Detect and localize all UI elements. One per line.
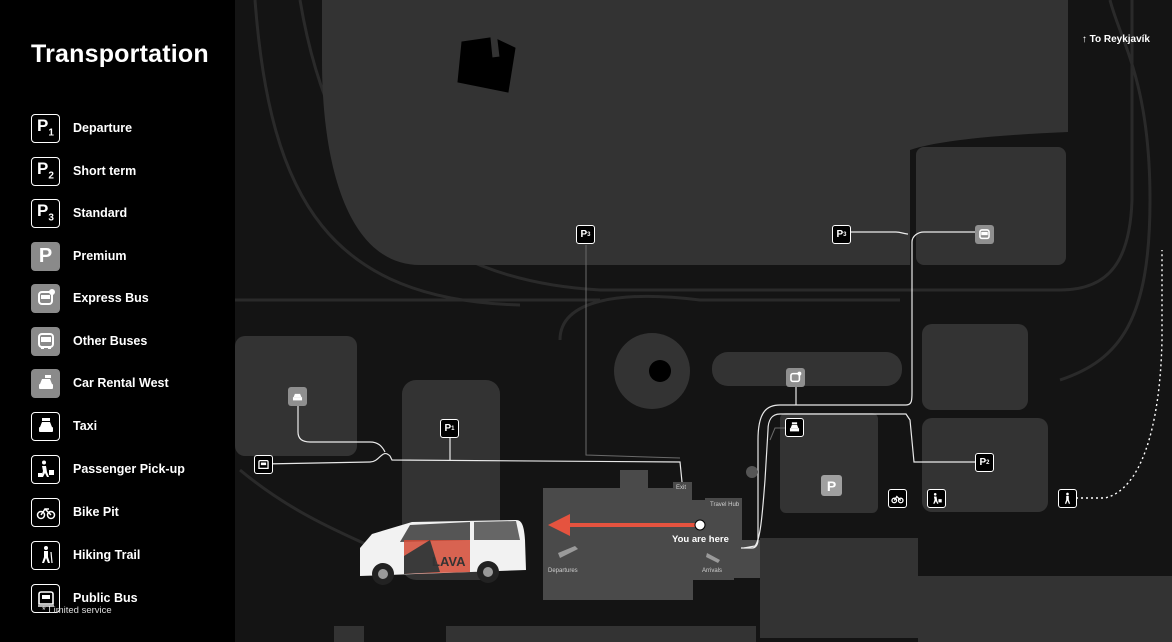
other-buses-icon <box>31 326 60 356</box>
legend-item-public-bus: Public Bus <box>31 583 231 613</box>
p2-parking-icon: P2 <box>31 156 60 186</box>
public-bus-icon[interactable] <box>254 455 273 474</box>
legend-label: Hiking Trail <box>73 548 141 562</box>
legend-label: Public Bus <box>73 591 138 605</box>
legend-item-departure: P1 Departure <box>31 113 231 143</box>
express-bus-icon <box>31 283 60 313</box>
page-title: Transportation <box>31 40 209 68</box>
arrivals-plane-icon <box>706 553 720 563</box>
other-buses-icon[interactable] <box>975 225 994 244</box>
route-right <box>741 231 985 549</box>
car-rental-west-icon[interactable] <box>288 387 307 406</box>
route-left <box>262 452 683 483</box>
departures-label: Departures <box>548 568 578 574</box>
legend-label: Taxi <box>73 419 98 433</box>
legend-item-premium: P Premium <box>31 241 231 271</box>
legend-panel: Transportation P1 Departure P2 Short ter… <box>0 0 235 642</box>
legend-label: Express Bus <box>73 291 149 305</box>
you-are-here-marker <box>694 519 706 531</box>
to-reykjavik-label: ↑ To Reykjavík <box>1081 34 1150 45</box>
p1-parking-icon: P1 <box>31 113 60 143</box>
exit-label: Exit <box>676 485 687 491</box>
direction-arrow <box>548 514 697 536</box>
hiker-icon[interactable] <box>1058 489 1077 508</box>
legend-label: Standard <box>73 206 128 220</box>
departures-plane-icon <box>558 546 578 558</box>
passenger-pickup-icon[interactable] <box>927 489 946 508</box>
van-brand-text: LAVA <box>432 554 466 569</box>
legend-item-express-bus: Express Bus <box>31 283 231 313</box>
bike-icon[interactable] <box>888 489 907 508</box>
legend-label: Premium <box>73 249 127 263</box>
legend-label: Bike Pit <box>73 505 119 519</box>
logo-shape <box>457 37 516 93</box>
premium-parking-icon[interactable]: P <box>821 475 842 496</box>
legend-item-car-rental-west: Car Rental West <box>31 368 231 398</box>
arrivals-label: Arrivals <box>702 568 723 574</box>
legend-item-other-buses: Other Buses <box>31 326 231 356</box>
car-rental-west-icon <box>31 368 60 398</box>
taxi-icon <box>31 411 60 441</box>
legend-label: Car Rental West <box>73 376 169 390</box>
hiking-trail-path <box>1076 250 1163 499</box>
up-arrow-icon: ↑ <box>1081 34 1090 45</box>
legend-label: Passenger Pick-up <box>73 462 185 476</box>
terminal-building <box>543 470 760 600</box>
legend-item-bike-pit: Bike Pit <box>31 497 231 527</box>
hiker-icon <box>31 540 60 570</box>
passenger-pickup-icon <box>31 454 60 484</box>
legend-item-standard: P3 Standard <box>31 198 231 228</box>
public-bus-icon <box>31 583 60 613</box>
legend-label: Departure <box>73 121 133 135</box>
premium-parking-icon: P <box>31 241 60 271</box>
legend-label: Short term <box>73 164 137 178</box>
legend-item-taxi: Taxi <box>31 411 231 441</box>
p3-parking-icon: P3 <box>31 198 60 228</box>
legend-item-short-term: P2 Short term <box>31 156 231 186</box>
lava-van-image: LAVA <box>360 520 526 585</box>
service-point-icon <box>746 466 758 478</box>
legend-note: * Limited service <box>42 605 112 616</box>
you-are-here-label: You are here <box>672 534 729 545</box>
legend-item-hiking-trail: Hiking Trail <box>31 540 231 570</box>
express-bus-icon[interactable] <box>786 368 805 387</box>
legend-label: Other Buses <box>73 334 148 348</box>
travel-hub-label: Travel Hub <box>710 502 740 508</box>
bike-icon <box>31 497 60 527</box>
taxi-icon[interactable] <box>785 418 804 437</box>
legend-item-passenger-pickup: Passenger Pick-up <box>31 454 231 484</box>
